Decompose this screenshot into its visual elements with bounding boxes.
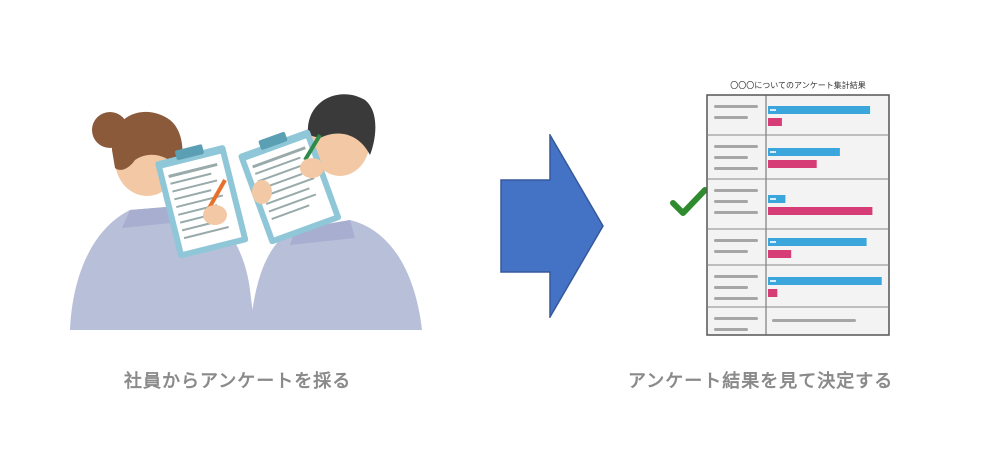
report-bar-blue [768, 195, 786, 203]
report-row [707, 145, 889, 180]
survey-workers-illustration [70, 94, 422, 330]
report-bar-blue [768, 106, 871, 114]
caption-right: アンケート結果を見て決定する [628, 371, 894, 392]
caption-left: 社員からアンケートを採る [124, 371, 352, 392]
report-row [714, 317, 856, 331]
survey-report-illustration [706, 94, 890, 336]
report-row [707, 238, 889, 266]
report-bar-pink [768, 250, 792, 258]
right-arrow-icon [500, 134, 604, 318]
report-bar-pink [768, 207, 873, 215]
right-arrow-shape [500, 134, 604, 318]
report-bar-blue [768, 148, 840, 156]
report-bar-blue [768, 238, 867, 246]
report-row [707, 275, 889, 308]
report-row [707, 105, 889, 136]
report-bar-pink [768, 160, 817, 168]
report-bar-pink [768, 289, 778, 297]
report-bar-pink [768, 118, 782, 126]
check-icon [670, 187, 708, 216]
report-title: 〇〇〇についてのアンケート集計結果 [730, 81, 866, 90]
report-bar-blue [768, 277, 882, 285]
report-row [707, 189, 889, 230]
